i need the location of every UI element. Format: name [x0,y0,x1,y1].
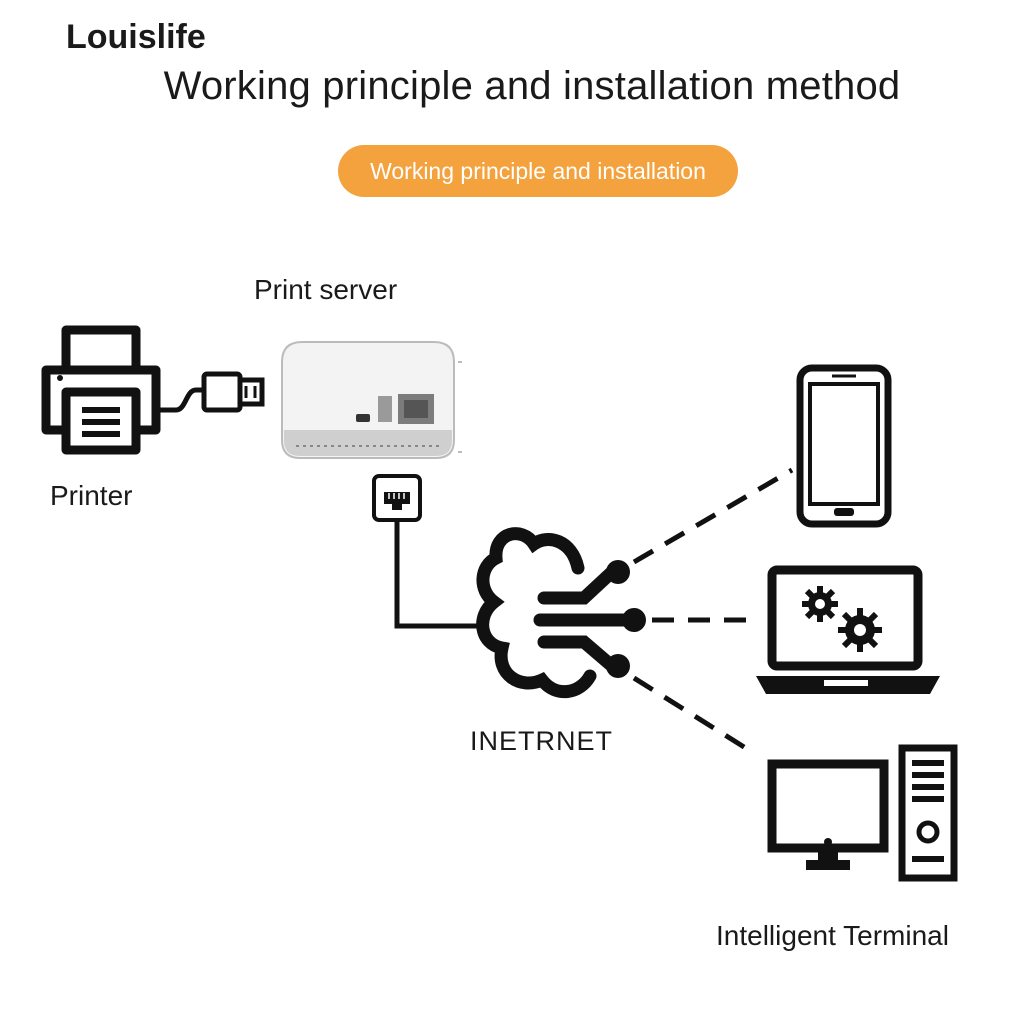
laptop-gears-icon [756,565,940,694]
brand-logo: Louislife [66,18,206,56]
internet-label: INETRNET [470,726,613,756]
ethernet-port-icon [372,474,422,522]
printer-icon [41,325,161,455]
page-title: Working principle and installation metho… [163,64,901,108]
section-badge: Working principle and installation [338,145,738,197]
desktop-computer-icon [767,744,958,882]
ethernet-cable [394,520,486,629]
print-server-label: Print server [254,274,398,305]
usb-plug-icon [158,371,265,413]
terminal-label: Intelligent Terminal [716,920,949,951]
printer-label: Printer [50,480,133,511]
smartphone-icon [796,364,892,528]
dashed-links [632,467,794,755]
print-server-icon [281,341,462,459]
cloud-network-icon [476,527,639,699]
network-nodes [606,560,646,678]
